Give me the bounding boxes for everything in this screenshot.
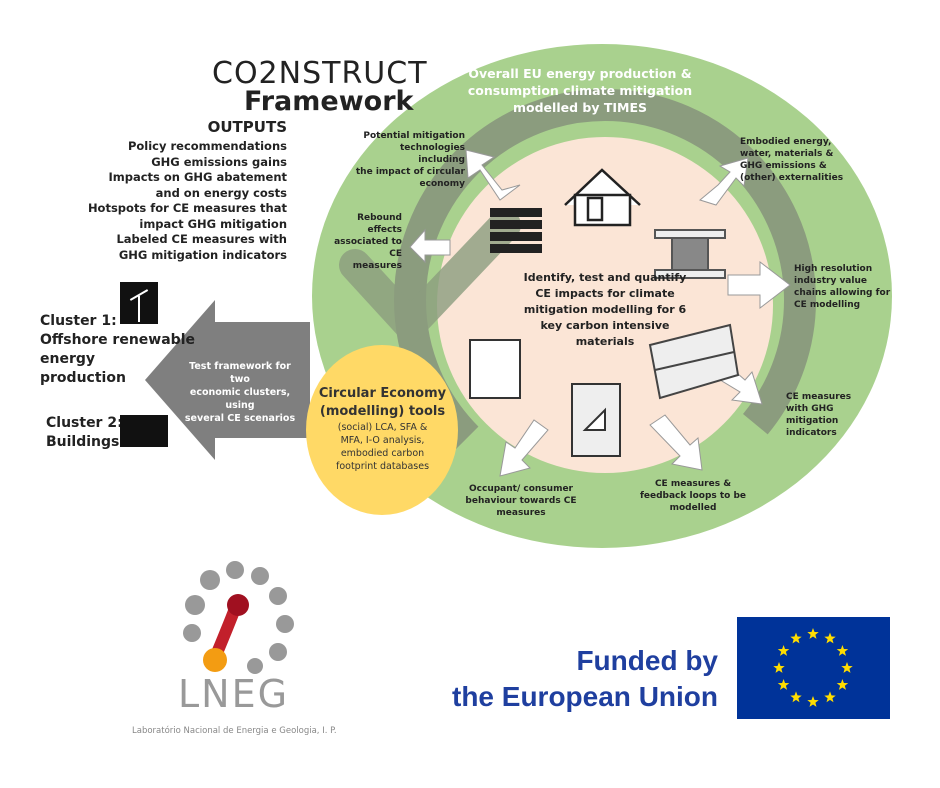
eu-star (836, 679, 849, 690)
eu-star (777, 645, 790, 656)
lneg-wordmark: LNEG (178, 672, 290, 716)
output-item: Labeled CE measures with (116, 232, 287, 246)
bricks-icon (490, 208, 542, 253)
tools-circle (306, 345, 458, 515)
lneg-caption: Laboratório Nacional de Energia e Geolog… (132, 726, 337, 736)
eu-stars (773, 628, 853, 707)
outputs-heading: OUTPUTS (207, 118, 287, 136)
test-framework-arrow (145, 300, 310, 460)
output-item: Impacts on GHG abatement (108, 170, 287, 184)
output-item: GHG mitigation indicators (118, 247, 287, 262)
lneg-logo-dots (183, 561, 294, 674)
eu-star (773, 662, 785, 673)
eu-star (807, 628, 819, 639)
checkmark-shape (339, 209, 521, 349)
glass-icon (469, 339, 521, 399)
steel-beam-icon (654, 229, 726, 279)
eu-star (777, 679, 790, 690)
house-icon (564, 168, 641, 227)
eu-star (841, 662, 853, 673)
cement-bag-icon (571, 383, 621, 457)
cluster-2: Cluster 2:Buildings (46, 415, 123, 450)
timber-icon (648, 323, 740, 400)
tools-text: Circular Economy(modelling) tools (socia… (318, 386, 447, 472)
construct-logo: CO2NSTRUCT (212, 56, 428, 91)
output-item: Policy recommendations (127, 139, 287, 153)
eu-star (824, 691, 836, 703)
eu-star (790, 632, 802, 644)
framework-title: Framework (244, 86, 414, 117)
wind-turbine-icon (120, 282, 158, 324)
output-item: and on energy costs (155, 185, 287, 200)
eu-star (836, 645, 849, 656)
factory-icon (120, 415, 168, 447)
eu-model-text: Overall EU energy production &consumptio… (467, 66, 693, 115)
output-item: Hotspots for CE measures that (87, 201, 287, 215)
output-item: GHG emissions gains (151, 154, 287, 169)
eu-star (790, 691, 802, 703)
eu-star (807, 696, 819, 707)
eu-star (824, 632, 836, 644)
output-item: impact GHG mitigation (139, 216, 287, 231)
outcome-embodied: Embodied energy,water, materials &GHG em… (740, 137, 844, 183)
